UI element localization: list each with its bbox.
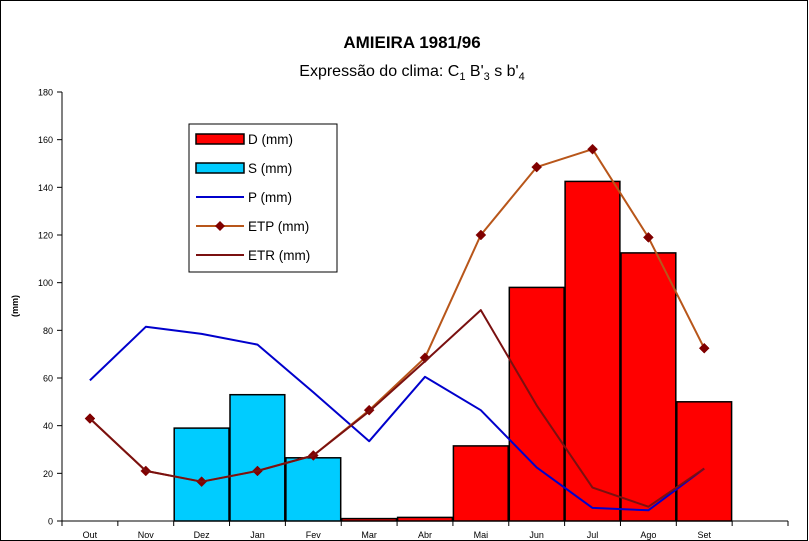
y-tick-label: 80 (43, 326, 53, 336)
y-tick-label: 0 (48, 517, 53, 527)
bar-d-set (676, 401, 733, 522)
series-line-p (89, 325, 705, 512)
chart-subtitle: Expressão do clima: C1 B'3 s b'4 (299, 63, 524, 83)
x-tick-label-abr: Abr (418, 530, 432, 540)
x-tick-label-ago: Ago (640, 530, 656, 540)
legend-label-s: S (mm) (248, 161, 292, 176)
series-line-etr (89, 309, 705, 508)
x-tick-label-jul: Jul (587, 530, 599, 540)
bar-d-abr (396, 516, 454, 522)
x-tick-label-out: Out (83, 530, 98, 540)
y-tick-label: 100 (38, 278, 53, 288)
subtitle-end-subscript: 4 (519, 71, 525, 83)
y-tick-label: 180 (38, 88, 53, 98)
bar-d-jul (564, 180, 621, 522)
point-etp-jul (587, 143, 598, 155)
bar-s-dez (173, 427, 230, 522)
bar-d-ago (620, 252, 677, 522)
subtitle-middle: s b' (490, 63, 519, 80)
subtitle-b: B' (465, 63, 483, 80)
y-tick-label: 140 (38, 183, 53, 193)
legend-label-p: P (mm) (248, 190, 292, 205)
point-etp-mai (475, 229, 487, 241)
point-etp-ago (643, 232, 654, 243)
legend-label-etp: ETP (mm) (248, 219, 309, 234)
chart-title: AMIEIRA 1981/96 (343, 33, 480, 52)
y-tick-label: 160 (38, 135, 53, 145)
y-tick-label: 20 (43, 469, 53, 479)
subtitle-b-subscript: 3 (484, 71, 490, 83)
legend-marker-etp (215, 221, 225, 231)
x-tick-label-dez: Dez (194, 530, 211, 540)
legend: D (mm) S (mm) P (mm) ETP (mm) ETR (mm) (188, 123, 338, 273)
bar-d-mai (452, 445, 509, 522)
legend-label-etr: ETR (mm) (248, 248, 310, 263)
x-tick-label-jan: Jan (250, 530, 265, 540)
bar-s-jan (229, 393, 286, 522)
legend-swatch-s (195, 162, 245, 174)
y-tick-label: 40 (43, 421, 53, 431)
x-tick-label-nov: Nov (138, 530, 155, 540)
subtitle-prefix: Expressão do clima: C (299, 63, 459, 80)
x-tick-label-jun: Jun (529, 530, 544, 540)
y-tick-label: 120 (38, 231, 53, 241)
point-etp-set (698, 342, 710, 354)
x-tick-label-fev: Fev (306, 530, 322, 540)
y-axis-label: (mm) (10, 295, 20, 317)
bar-s-fev (285, 457, 342, 522)
subtitle-c-subscript: 1 (459, 71, 465, 83)
legend-swatch-d (195, 133, 245, 145)
y-tick-label: 60 (43, 374, 53, 384)
x-tick-label-set: Set (697, 530, 711, 540)
x-tick-label-mar: Mar (361, 530, 377, 540)
legend-label-d: D (mm) (248, 132, 293, 147)
x-tick-label-mai: Mai (474, 530, 489, 540)
point-etp-jun (531, 161, 543, 173)
